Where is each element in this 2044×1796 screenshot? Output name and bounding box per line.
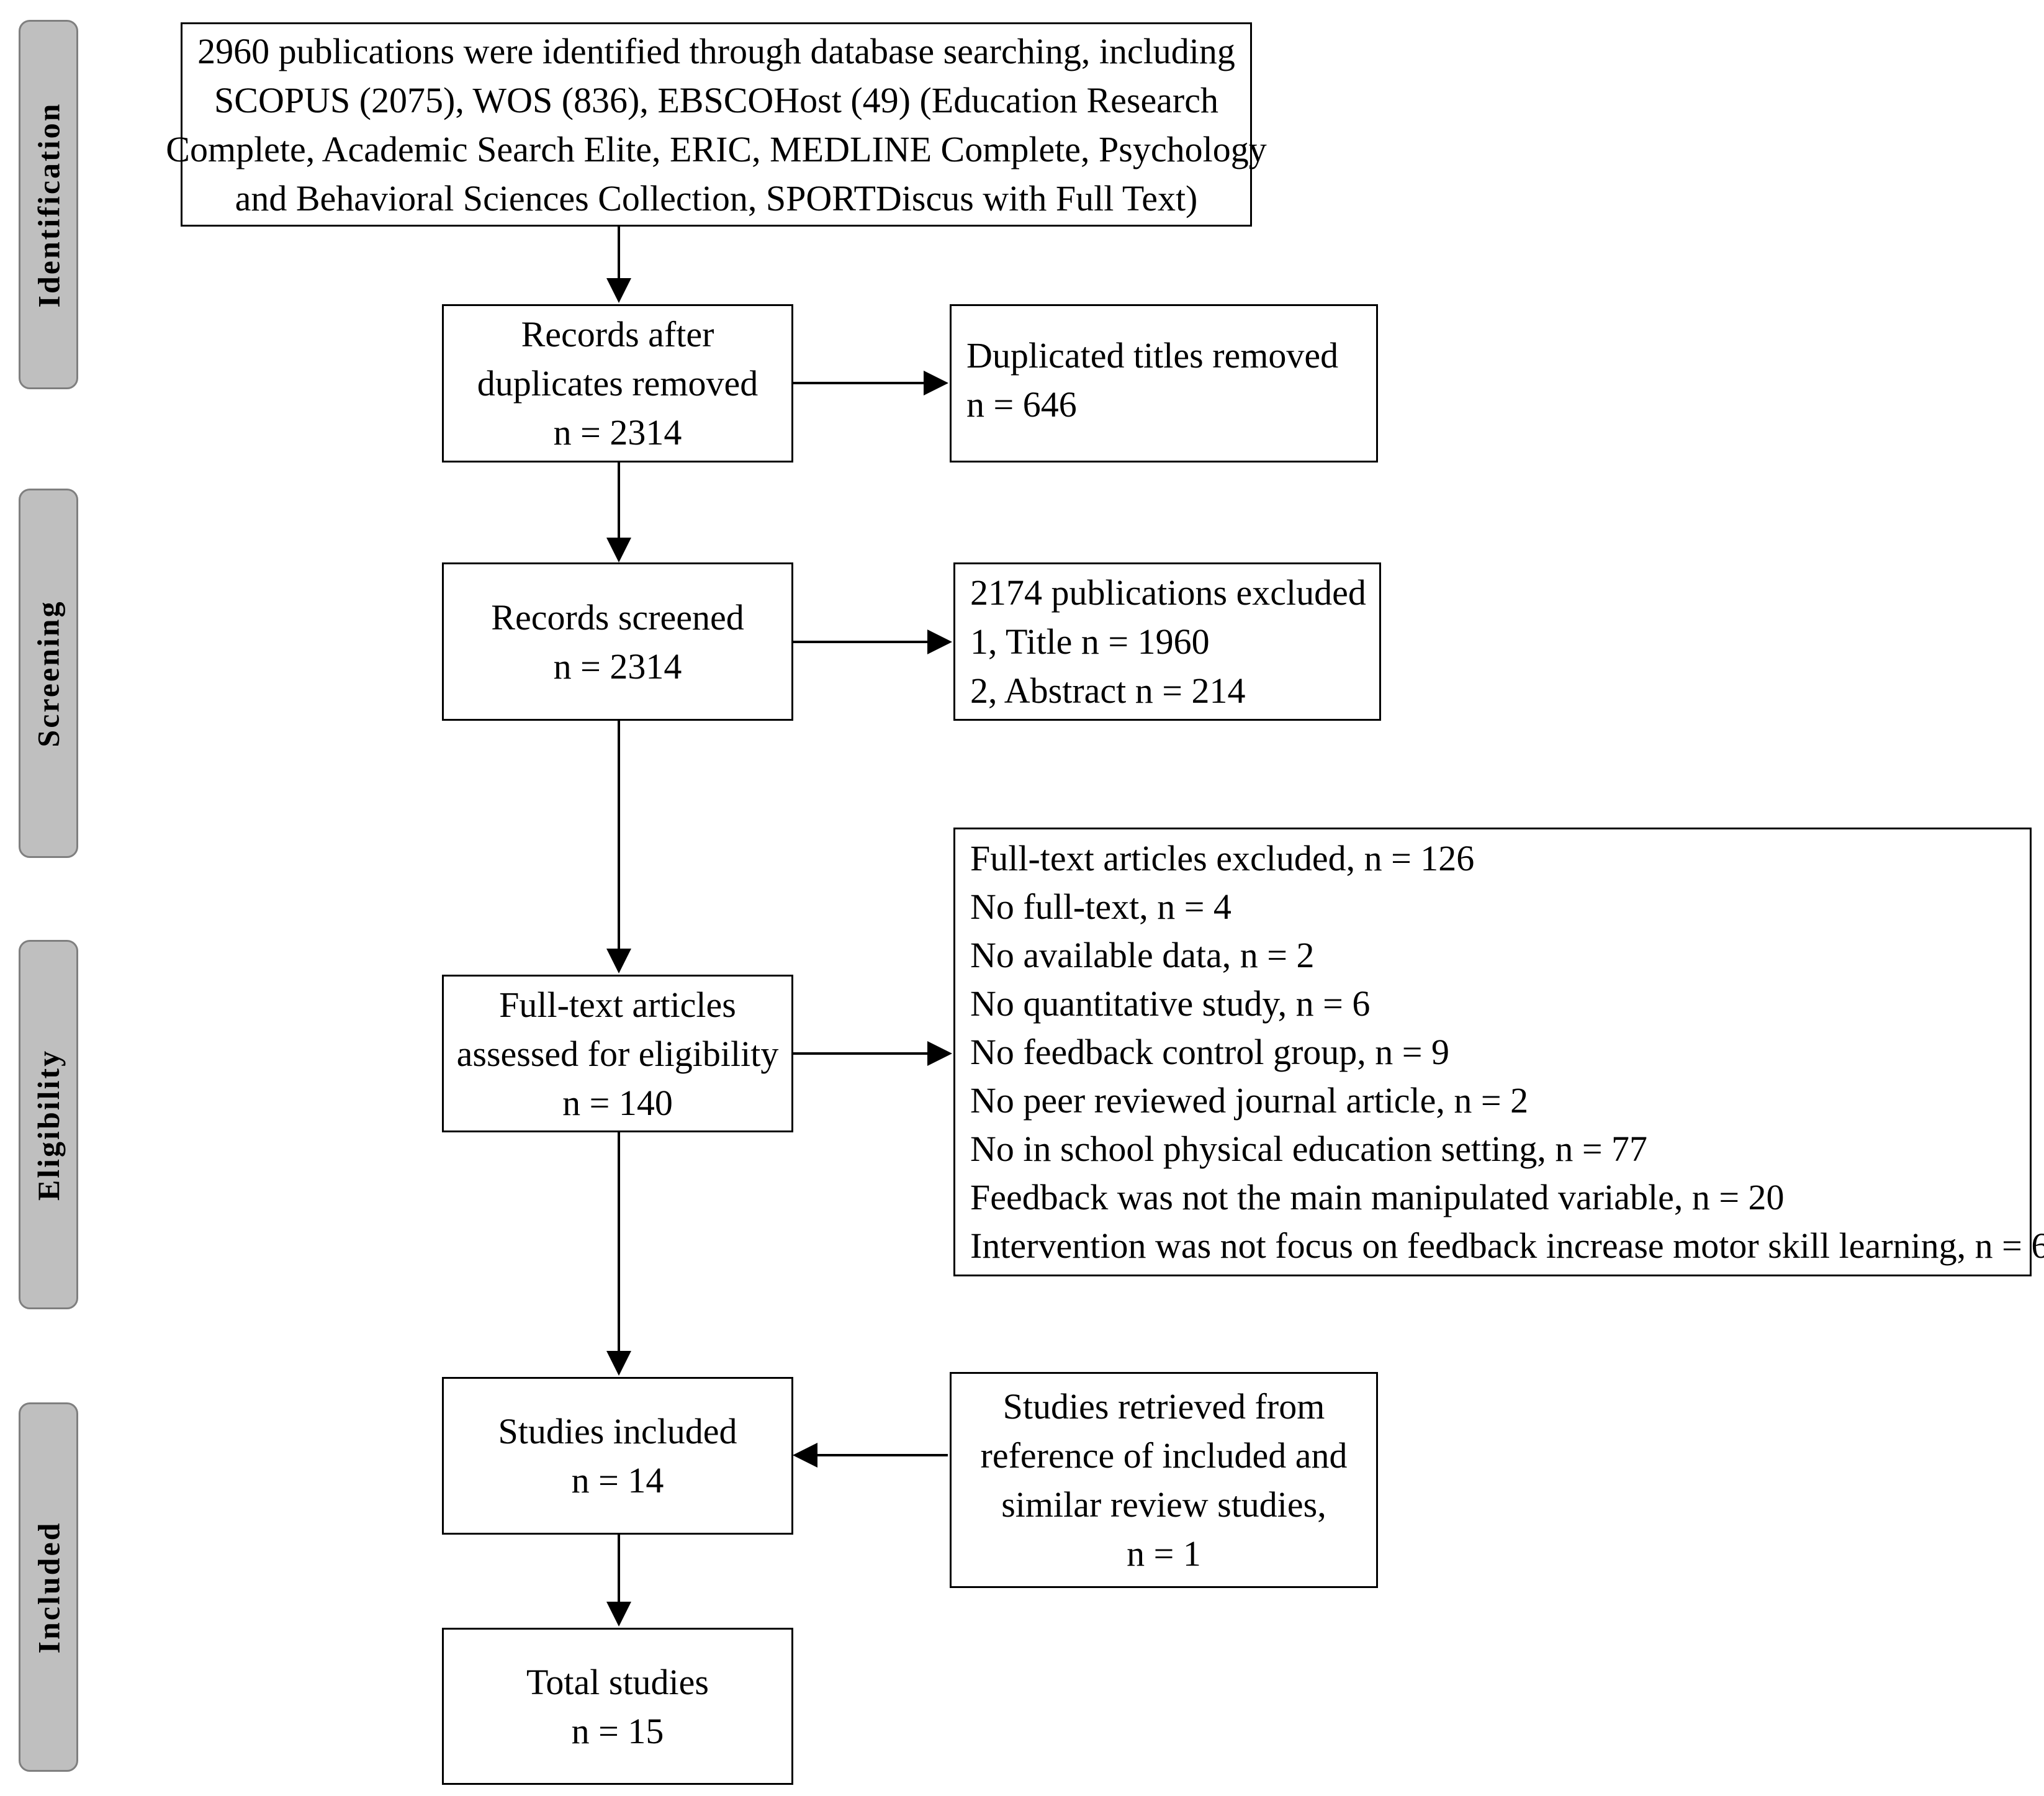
- box-line: 2174 publications excluded: [970, 572, 1366, 613]
- stage-label-text: Identification: [31, 102, 66, 307]
- box-line: SCOPUS (2075), WOS (836), EBSCOHost (49)…: [214, 79, 1218, 120]
- box-line: n = 140: [562, 1082, 673, 1123]
- screen-excluded-box: 2174 publications excluded 1, Title n = …: [953, 562, 1381, 721]
- full-text-excluded-box: Full-text articles excluded, n = 126 No …: [953, 828, 2044, 1276]
- total-box: Total studies n = 15: [442, 1628, 793, 1785]
- full-text-box: Full-text articles assessed for eligibil…: [442, 975, 793, 1132]
- box-line: Full-text articles excluded, n = 126: [970, 837, 1475, 878]
- stage-label-screening: Screening: [19, 489, 78, 858]
- box-line: No feedback control group, n = 9: [970, 1031, 1449, 1072]
- box-line: n = 14: [571, 1460, 664, 1500]
- screened-box: Records screened n = 2314: [442, 562, 793, 721]
- stage-label-text: Screening: [31, 599, 66, 747]
- box-line: Complete, Academic Search Elite, ERIC, M…: [166, 129, 1267, 169]
- stage-label-included: Included: [19, 1402, 78, 1772]
- included-box: Studies included n = 14: [442, 1377, 793, 1535]
- box-line: Full-text articles: [499, 984, 736, 1025]
- box-line: n = 1: [1127, 1533, 1201, 1574]
- retrieved-box: Studies retrieved from reference of incl…: [950, 1372, 1378, 1588]
- box-line: duplicates removed: [477, 363, 759, 404]
- box-line: Total studies: [526, 1661, 709, 1702]
- box-line: No in school physical education setting,…: [970, 1128, 1648, 1169]
- identified-box: 2960 publications were identified throug…: [166, 22, 1267, 227]
- box-line: similar review studies,: [1001, 1484, 1326, 1525]
- box-line: No available data, n = 2: [970, 934, 1315, 975]
- stage-label-eligibility: Eligibility: [19, 940, 78, 1309]
- box-line: No peer reviewed journal article, n = 2: [970, 1080, 1529, 1121]
- box-line: Intervention was not focus on feedback i…: [970, 1225, 2044, 1266]
- box-line: Studies included: [498, 1411, 737, 1451]
- box-line: 2960 publications were identified throug…: [197, 30, 1235, 71]
- stage-label-text: Eligibility: [31, 1049, 66, 1201]
- after-duplicates-box: Records after duplicates removed n = 231…: [442, 304, 793, 463]
- duplicates-removed-box: Duplicated titles removed n = 646: [950, 304, 1378, 463]
- box-line: No full-text, n = 4: [970, 886, 1231, 927]
- box-line: 1, Title n = 1960: [970, 621, 1210, 662]
- box-line: Records screened: [491, 597, 744, 638]
- box-line: Duplicated titles removed: [966, 335, 1339, 376]
- box-line: n = 15: [571, 1710, 664, 1751]
- box-line: assessed for eligibility: [456, 1033, 779, 1074]
- stage-label-identification: Identification: [19, 20, 78, 389]
- box-line: 2, Abstract n = 214: [970, 670, 1246, 711]
- box-line: Records after: [521, 314, 714, 354]
- box-line: n = 646: [966, 384, 1077, 425]
- box-line: reference of included and: [980, 1435, 1348, 1476]
- box-line: No quantitative study, n = 6: [970, 983, 1371, 1024]
- box-line: Feedback was not the main manipulated va…: [970, 1176, 1785, 1217]
- box-line: n = 2314: [553, 412, 682, 453]
- box-line: and Behavioral Sciences Collection, SPOR…: [235, 178, 1198, 219]
- stage-label-text: Included: [31, 1521, 66, 1653]
- box-line: n = 2314: [553, 646, 682, 687]
- box-line: Studies retrieved from: [1002, 1386, 1325, 1427]
